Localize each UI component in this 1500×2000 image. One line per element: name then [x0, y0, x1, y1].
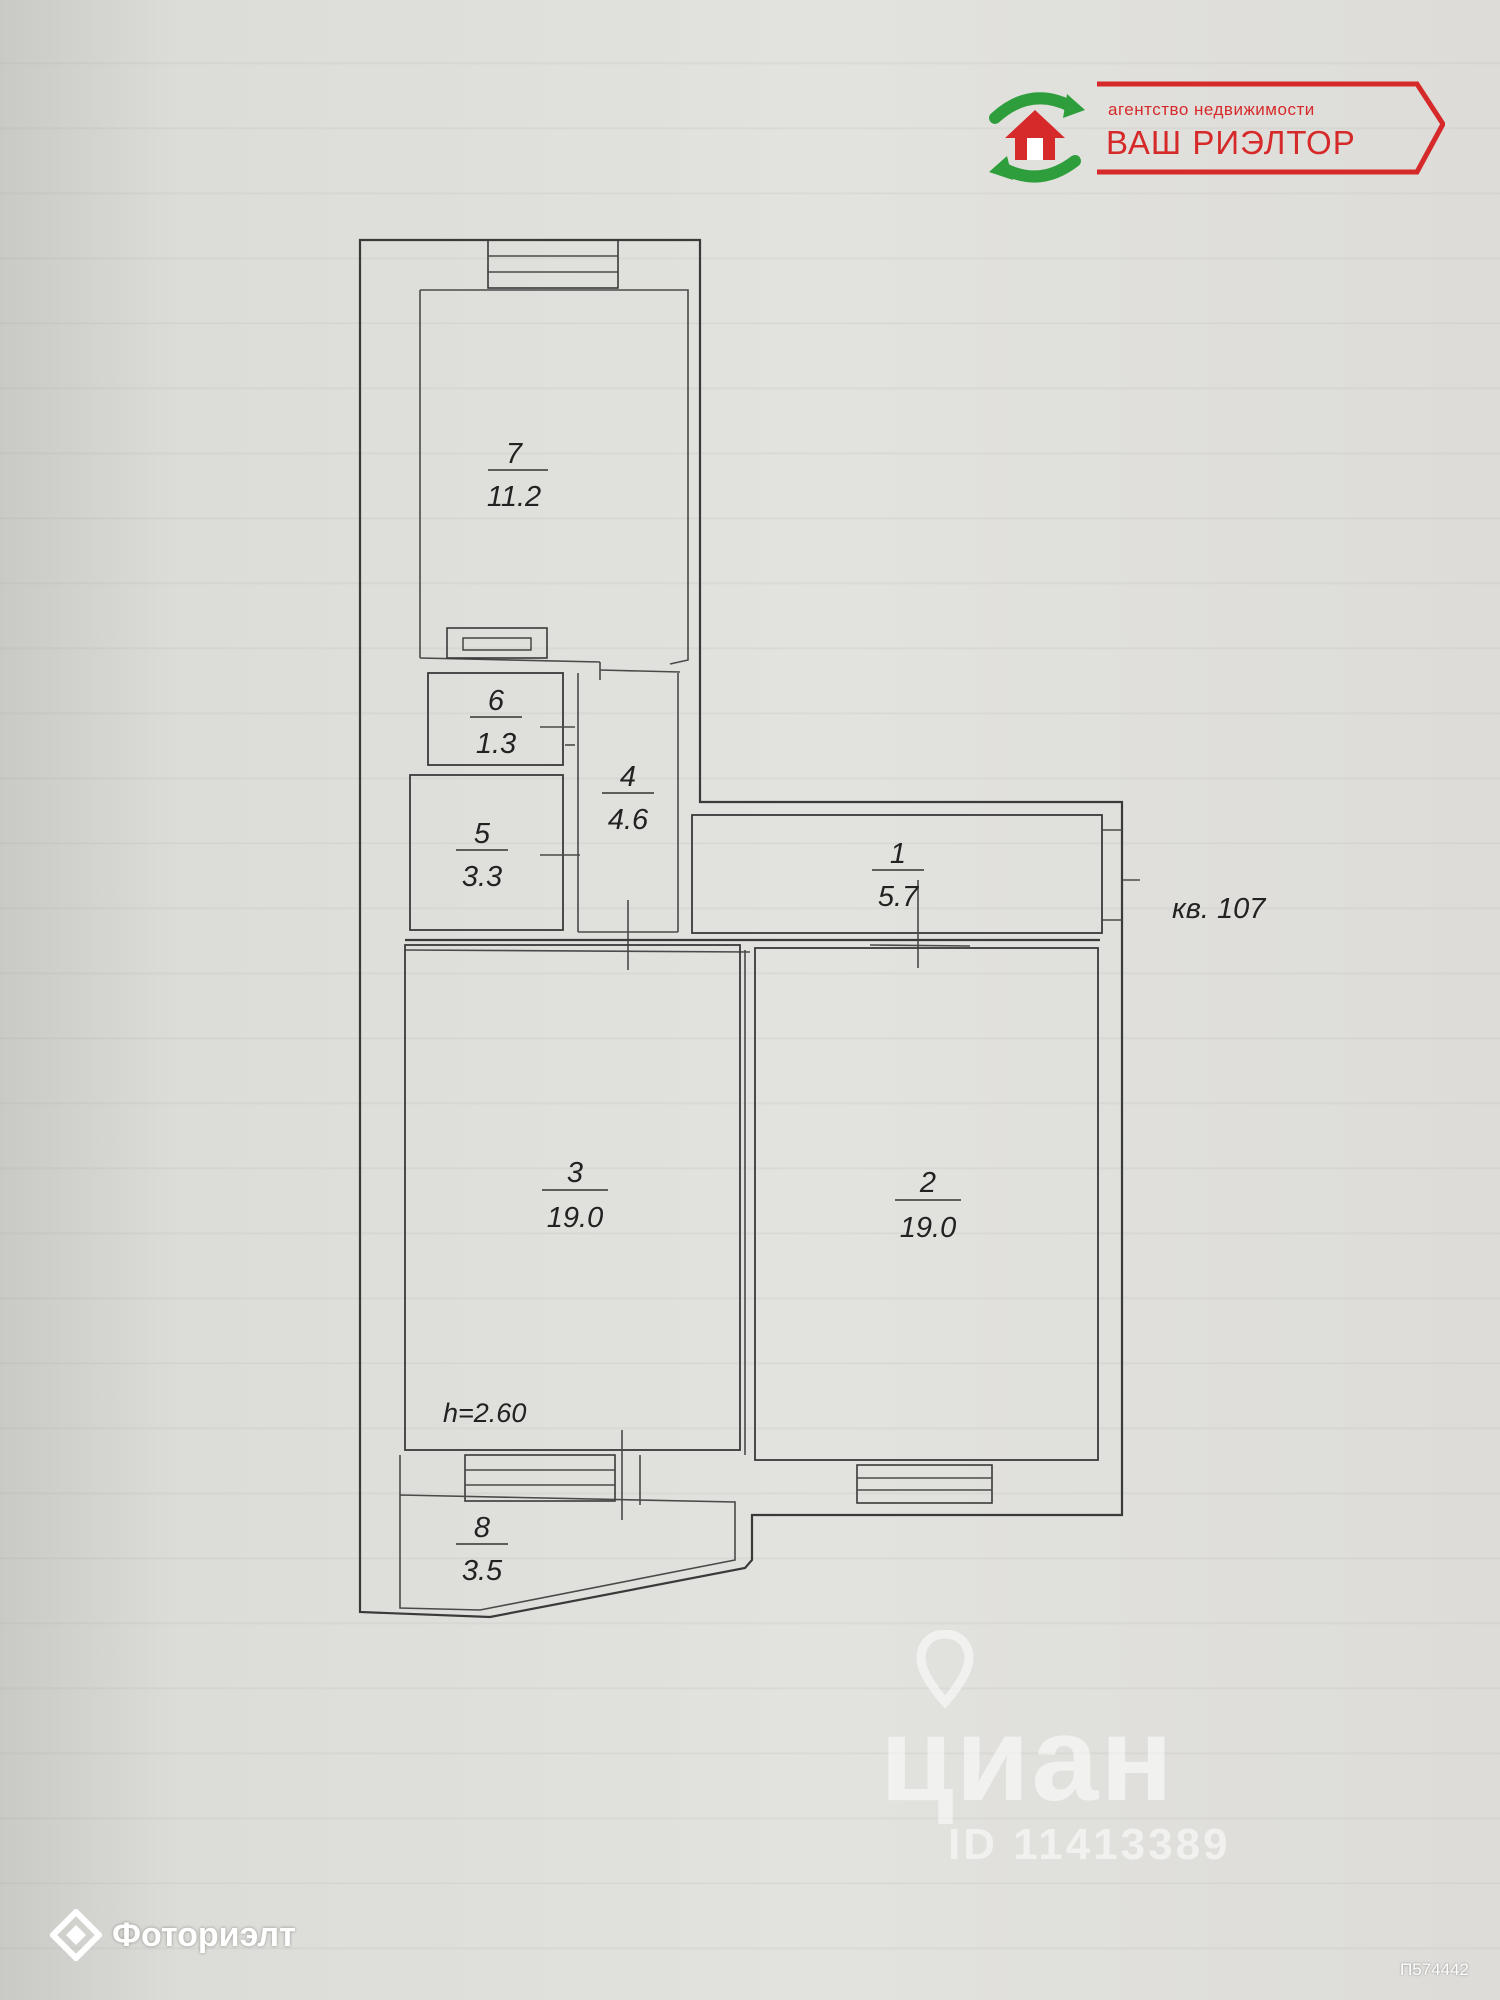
room-number-5: 5 — [474, 818, 491, 850]
cian-watermark: циан — [880, 1692, 1175, 1826]
ceiling-height: h=2.60 — [443, 1398, 526, 1428]
room-label-6: 6 1.3 — [470, 685, 522, 760]
room-label-1: 1 5.7 — [872, 838, 924, 913]
apartment-label: кв. 107 — [1172, 893, 1267, 925]
fotorielt-watermark: Фоториэлт — [50, 1909, 296, 1961]
room-number-2: 2 — [919, 1167, 936, 1199]
cian-id-watermark: ID 11413389 — [948, 1820, 1231, 1869]
room-area-6: 1.3 — [476, 728, 516, 760]
room-5-walls — [409, 774, 580, 931]
room-label-3: 3 19.0 — [542, 1157, 608, 1234]
room-label-4: 4 4.6 — [602, 761, 654, 836]
agency-tagline: агентство недвижимости — [1108, 100, 1315, 119]
window-bottom-left — [464, 1430, 641, 1520]
middle-wall — [404, 938, 1100, 953]
room-area-3: 19.0 — [547, 1202, 603, 1234]
room-number-8: 8 — [474, 1512, 490, 1544]
room-number-4: 4 — [620, 761, 636, 793]
room-label-8: 8 3.5 — [456, 1512, 508, 1587]
room-number-7: 7 — [506, 438, 524, 470]
outer-walls — [358, 238, 1124, 1619]
room-area-4: 4.6 — [608, 804, 649, 836]
room-label-2: 2 19.0 — [895, 1167, 961, 1244]
agency-name: ВАШ РИЭЛТОР — [1106, 124, 1356, 161]
window-top — [487, 239, 619, 289]
house-logo-icon — [989, 92, 1085, 183]
room-area-7: 11.2 — [487, 481, 541, 513]
location-pin-icon — [916, 1630, 974, 1709]
window-bottom-right — [856, 1464, 993, 1504]
room-area-2: 19.0 — [900, 1212, 956, 1244]
room-1-walls — [691, 814, 1140, 968]
room-label-7: 7 11.2 — [487, 438, 548, 513]
room-area-5: 3.3 — [462, 861, 502, 893]
room-7-walls — [419, 627, 681, 680]
room-number-6: 6 — [488, 685, 505, 717]
room-area-1: 5.7 — [878, 881, 920, 913]
room-4-walls — [565, 673, 679, 970]
fotorielt-text: Фоториэлт — [112, 1915, 296, 1954]
room-number-3: 3 — [567, 1157, 583, 1189]
room-3-walls — [404, 944, 741, 1451]
room-8-walls — [399, 1455, 736, 1611]
fotorielt-diamond-icon — [50, 1909, 102, 1961]
room-label-5: 5 3.3 — [456, 818, 508, 893]
room-number-1: 1 — [890, 838, 906, 870]
room-2-walls — [744, 947, 1099, 1461]
room-6-walls — [427, 672, 575, 766]
listing-code: П574442 — [1400, 1960, 1469, 1979]
agency-logo — [989, 81, 1445, 183]
room-area-8: 3.5 — [462, 1555, 503, 1587]
